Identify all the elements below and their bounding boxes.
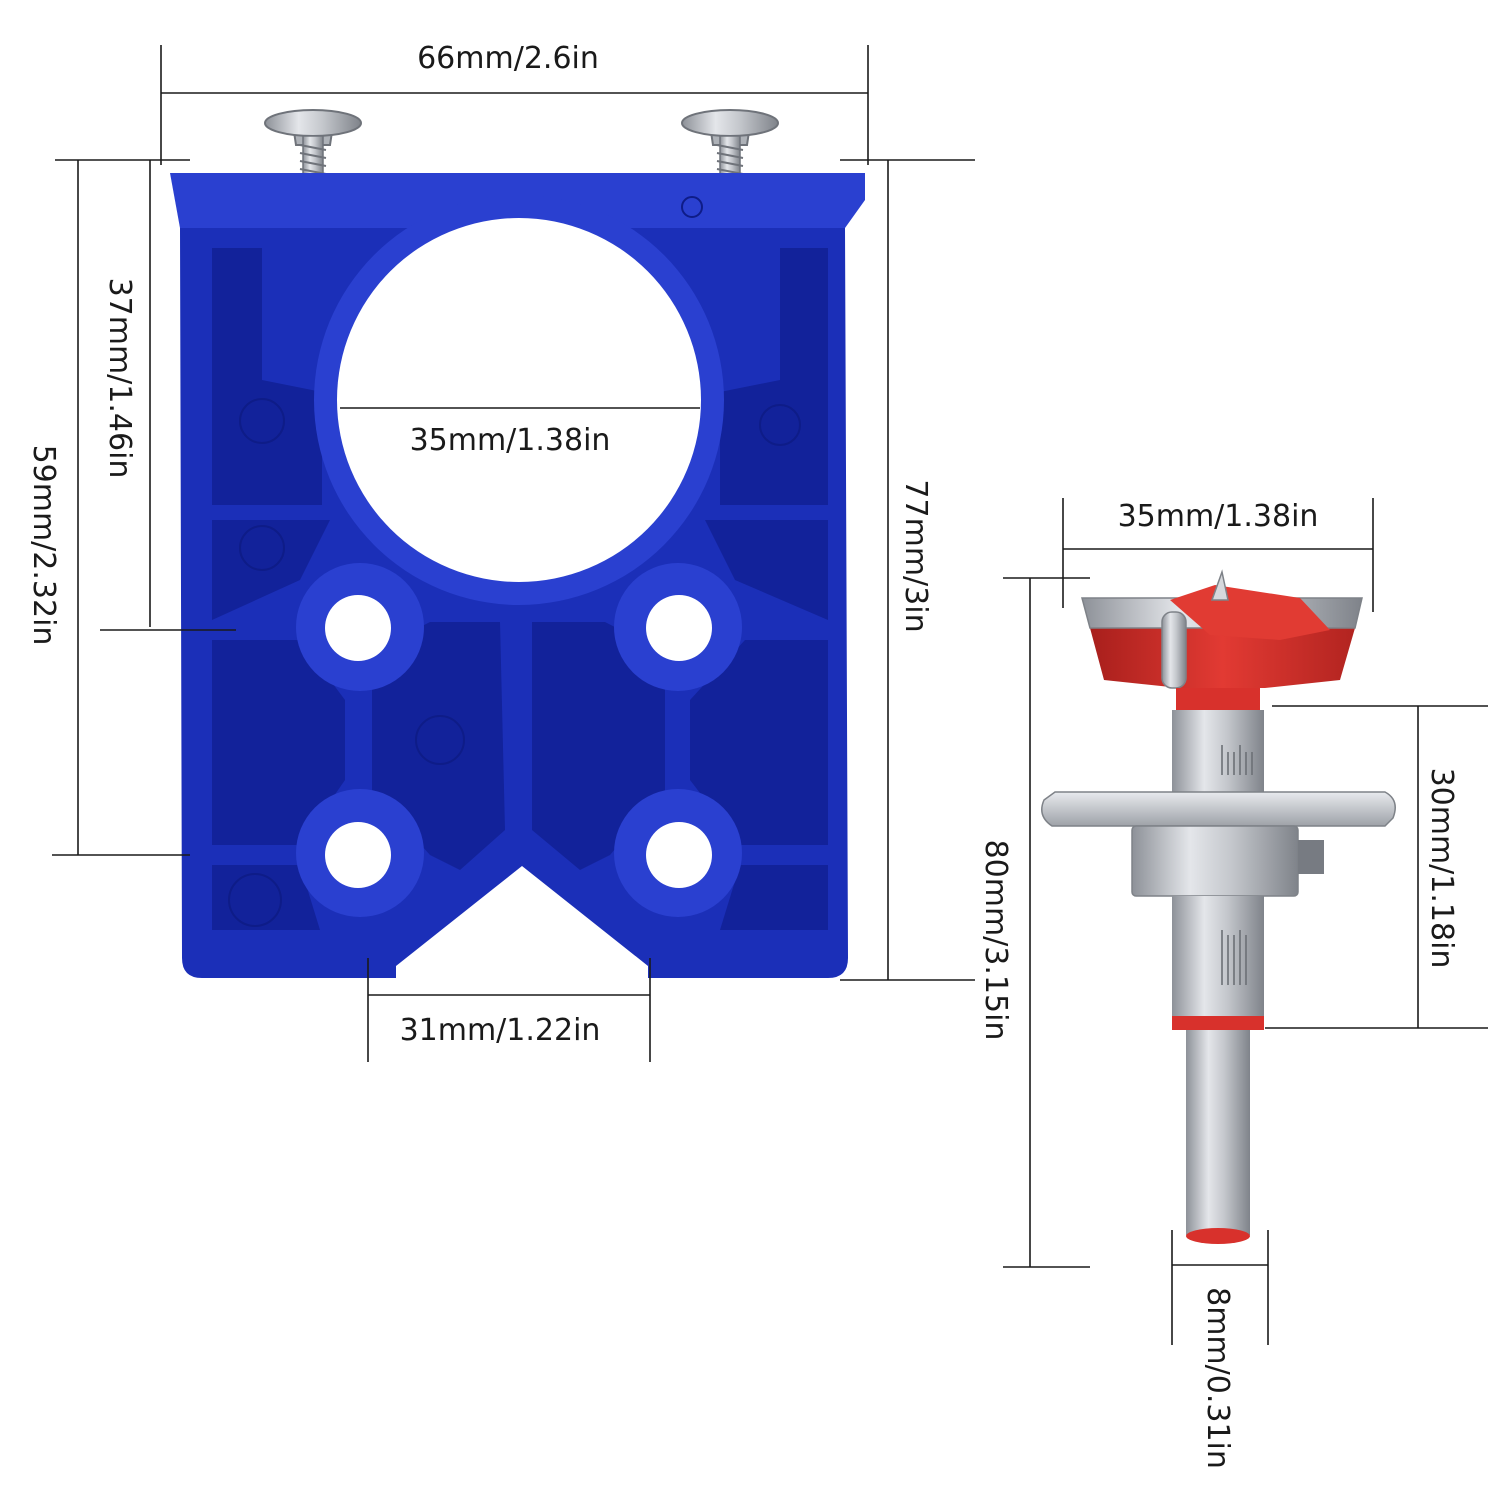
bit-center-spur xyxy=(1210,569,1229,601)
jig-screw-hole xyxy=(646,595,712,661)
jig-total-height-label: 77mm/3in xyxy=(898,479,933,632)
bit-cutter-head xyxy=(1090,628,1355,688)
bit-total-length-label: 80mm/3.15in xyxy=(978,840,1013,1041)
jig-screw-hole xyxy=(325,822,391,888)
jig-marker-dot xyxy=(681,196,703,218)
bit-set-screw xyxy=(1298,840,1324,874)
jig-dimension-lines xyxy=(52,45,975,1062)
jig-width-label: 66mm/2.6in xyxy=(417,41,599,76)
jig-holes xyxy=(325,218,712,888)
hinge-jig xyxy=(170,109,865,978)
jig-recess-panels xyxy=(212,248,828,930)
jig-center-hole xyxy=(337,218,701,582)
screw-icon xyxy=(681,109,779,177)
jig-center-hole-label: 35mm/1.38in xyxy=(410,423,611,458)
bit-shank-diameter-label: 8mm/0.31in xyxy=(1200,1287,1235,1469)
bit-shank xyxy=(1186,1030,1250,1235)
forstner-bit xyxy=(1041,569,1396,1244)
jig-screw-hole xyxy=(646,822,712,888)
bit-upper-body xyxy=(1172,710,1264,795)
bit-cutter-diameter-label: 35mm/1.38in xyxy=(1118,499,1319,534)
jig-upper-height-label: 37mm/1.46in xyxy=(102,278,137,479)
jig-screw-hole xyxy=(325,595,391,661)
screw-icon xyxy=(264,109,362,177)
bit-collar-length-label: 30mm/1.18in xyxy=(1424,768,1459,969)
jig-mid-height-label: 59mm/2.32in xyxy=(26,445,61,646)
bit-dimension-lines xyxy=(1003,498,1488,1345)
bit-lower-body xyxy=(1172,896,1264,1016)
bit-depth-stop-plate xyxy=(1041,791,1396,827)
jig-round-marks xyxy=(228,398,801,927)
bit-collar xyxy=(1131,825,1299,897)
jig-notch-width-label: 31mm/1.22in xyxy=(400,1013,601,1048)
